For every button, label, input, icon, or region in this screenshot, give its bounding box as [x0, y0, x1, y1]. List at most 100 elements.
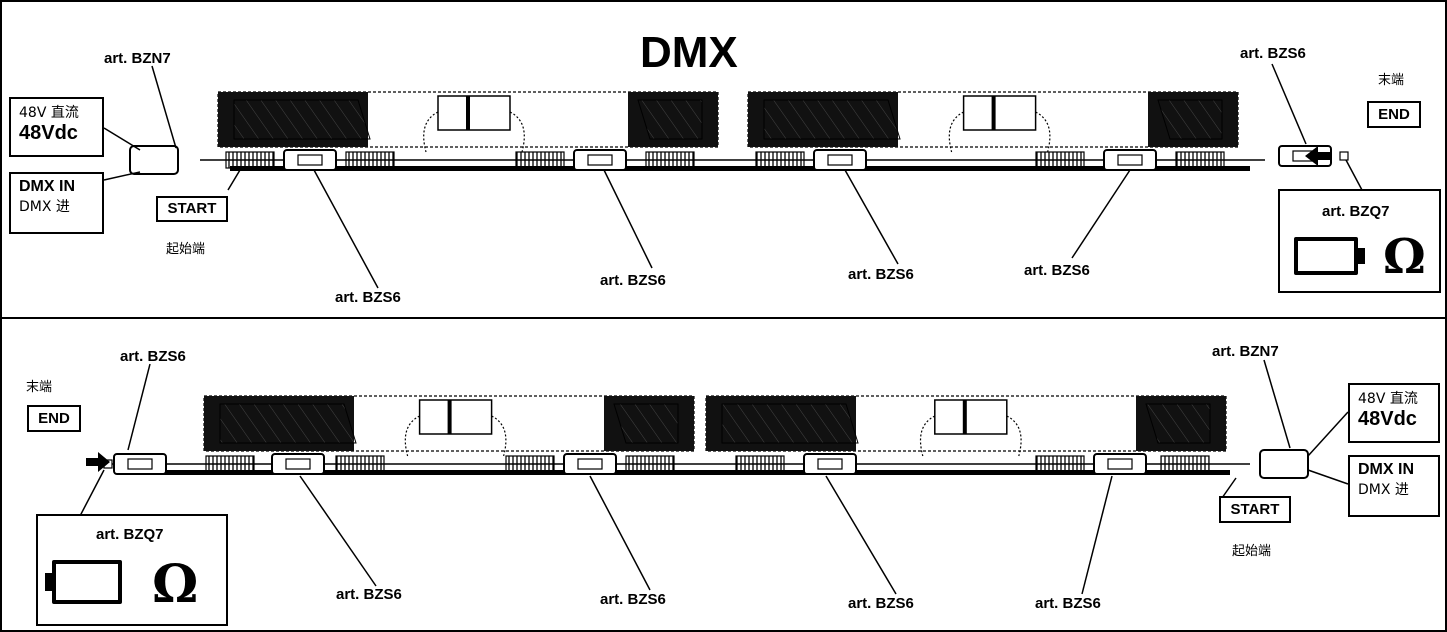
top-junction-3-window: [827, 154, 853, 166]
top-link-label-3: art. BZS6: [848, 266, 914, 283]
bottom-coupler-3: [505, 455, 555, 473]
top-link-leader-2: [603, 169, 653, 269]
bottom-terminator-leader: [79, 469, 105, 517]
top-end-cap: [1339, 151, 1349, 161]
bottom-junction-3-window: [817, 458, 843, 470]
top-power-label: 48Vdc: [19, 122, 78, 144]
bottom-start-tag: START: [1219, 496, 1291, 523]
top-profile-2-driver: [962, 95, 1037, 131]
bottom-dmx-box: DMX IN DMX 进: [1348, 455, 1440, 517]
bottom-bus-cable: [120, 470, 1230, 475]
top-connector-label: art. BZN7: [104, 50, 171, 67]
top-dmx-label: DMX IN: [19, 178, 75, 195]
bottom-profile-2-lens-left: [721, 403, 859, 444]
top-bus-cable: [230, 166, 1250, 171]
top-coupler-6: [1175, 151, 1225, 169]
top-coupler-3: [645, 151, 695, 169]
bottom-terminator-box: art. BZQ7 Ω: [36, 514, 228, 626]
top-profile-1-driver: [437, 95, 511, 131]
bottom-coupler-7: [1160, 455, 1210, 473]
top-spring-0: [225, 151, 275, 169]
top-battery-icon: [1294, 237, 1358, 275]
top-junction-1-window: [297, 154, 323, 166]
top-start-label-cn: 起始端: [166, 242, 206, 257]
top-battery-terminal: [1358, 248, 1365, 264]
bottom-link-label-4: art. BZS6: [1035, 595, 1101, 612]
top-link-label-2: art. BZS6: [600, 272, 666, 289]
bottom-start-connector: [1259, 449, 1309, 479]
bottom-link-leader-2: [589, 475, 651, 591]
top-end-connector-label: art. BZS6: [1240, 45, 1306, 62]
top-link-leader-1: [313, 169, 379, 289]
top-end-tag: END: [1367, 101, 1421, 128]
bottom-coupler-1: [205, 455, 255, 473]
top-profile-1-lens-right: [637, 99, 703, 140]
bottom-coupler-5: [735, 455, 785, 473]
bottom-profile-2-lens-right: [1145, 403, 1211, 444]
bottom-connector-leader: [1263, 359, 1291, 449]
bottom-end-connector-window: [127, 458, 153, 470]
bottom-profile-2-driver-lead-right: [1006, 415, 1022, 457]
top-coupler-1: [345, 151, 395, 169]
bottom-start-label-cn: 起始端: [1232, 544, 1272, 559]
top-junction-4-window: [1117, 154, 1143, 166]
top-profile-1-driver-lead-right: [509, 111, 525, 153]
bottom-profile-1-lens-left: [219, 403, 357, 444]
top-end-leader: [1271, 63, 1307, 145]
bottom-profile-2-driver-divider: [962, 400, 967, 434]
bottom-power-label-cn: 48V 直流: [1358, 391, 1418, 407]
top-link-leader-4: [1071, 169, 1131, 259]
bottom-end-label-cn: 末端: [26, 380, 53, 395]
top-coupler-5: [1035, 151, 1085, 169]
bottom-link-leader-1: [299, 475, 377, 587]
bottom-profile-1-driver-lead-right: [491, 415, 507, 457]
top-start-leader: [227, 169, 241, 191]
top-terminator-box: art. BZQ7 Ω: [1278, 189, 1441, 293]
diagram-title: DMX: [640, 28, 738, 77]
top-connector-leader: [151, 65, 177, 149]
top-profile-2-driver-lead-left: [948, 111, 964, 153]
bottom-battery-terminal: [45, 573, 52, 591]
bottom-junction-2-window: [577, 458, 603, 470]
top-coupler-4: [755, 151, 805, 169]
bottom-link-label-2: art. BZS6: [600, 591, 666, 608]
top-link-label-4: art. BZS6: [1024, 262, 1090, 279]
bottom-start-leader: [1221, 477, 1237, 499]
bottom-battery-icon: [52, 560, 122, 604]
top-terminator-leader: [1345, 159, 1363, 191]
top-profile-1-driver-lead-left: [423, 111, 439, 153]
top-end-label-cn: 末端: [1378, 73, 1405, 88]
bottom-power-box: 48V 直流 48Vdc: [1348, 383, 1440, 443]
top-profile-1-driver-divider: [466, 96, 470, 130]
top-end-arrow: [1305, 146, 1330, 166]
bottom-profile-1-lens-right: [613, 403, 679, 444]
top-start-connector: [129, 145, 179, 175]
bottom-end-tag: END: [27, 405, 81, 432]
bottom-profile-1-driver-divider: [447, 400, 452, 434]
bottom-end-arrow: [86, 452, 110, 472]
bottom-connector-label: art. BZN7: [1212, 343, 1279, 360]
bottom-end-connector-label: art. BZS6: [120, 348, 186, 365]
top-junction-2-window: [587, 154, 613, 166]
bottom-coupler-6: [1035, 455, 1085, 473]
bottom-power-label: 48Vdc: [1358, 408, 1417, 430]
bottom-profile-2-driver: [934, 399, 1008, 435]
bottom-junction-1-window: [285, 458, 311, 470]
top-coupler-2: [515, 151, 565, 169]
top-terminator-label: art. BZQ7: [1322, 203, 1390, 220]
top-profile-2-lens-left: [763, 99, 901, 140]
bottom-link-label-1: art. BZS6: [336, 586, 402, 603]
top-profile-2-lens-right: [1157, 99, 1223, 140]
top-dmx-lead: [103, 171, 141, 181]
top-power-box: 48V 直流 48Vdc: [9, 97, 104, 157]
bottom-profile-1-driver-lead-left: [404, 415, 420, 457]
bottom-junction-4-window: [1107, 458, 1133, 470]
bottom-dmx-label-cn: DMX 进: [1358, 482, 1409, 498]
bottom-coupler-4: [625, 455, 675, 473]
bottom-link-leader-3: [825, 475, 897, 595]
top-profile-2-driver-lead-right: [1035, 111, 1051, 153]
bottom-terminator-label: art. BZQ7: [96, 526, 164, 543]
top-dmx-label-cn: DMX 进: [19, 199, 70, 215]
bottom-link-label-3: art. BZS6: [848, 595, 914, 612]
